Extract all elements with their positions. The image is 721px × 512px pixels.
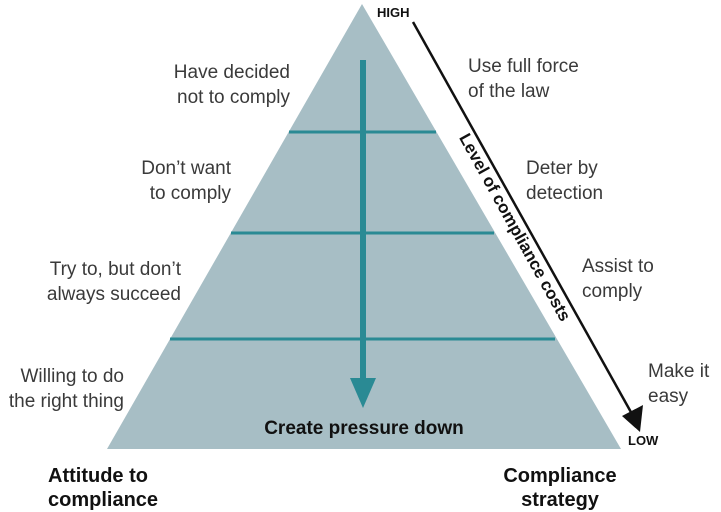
footer-right-title-line2: strategy bbox=[521, 489, 600, 511]
footer-left-title: Attitude to bbox=[48, 465, 148, 487]
strategy-1: Use full force bbox=[468, 56, 579, 77]
strategy-labels: Use full force of the law Deter by detec… bbox=[468, 56, 710, 407]
attitude-3-line2: always succeed bbox=[47, 284, 181, 305]
attitude-1: Have decided bbox=[174, 62, 290, 83]
attitude-4-line2: the right thing bbox=[9, 391, 124, 412]
attitude-3: Try to, but don’t bbox=[50, 259, 182, 280]
attitude-2-line2: to comply bbox=[150, 183, 232, 204]
footer-right-title: Compliance bbox=[503, 465, 616, 487]
attitude-1-line2: not to comply bbox=[177, 87, 290, 108]
attitude-labels: Have decided not to comply Don’t want to… bbox=[9, 62, 291, 412]
cost-axis-arrow bbox=[411, 21, 643, 432]
strategy-3-line2: comply bbox=[582, 281, 643, 302]
strategy-2: Deter by bbox=[526, 158, 598, 179]
strategy-1-line2: of the law bbox=[468, 81, 550, 102]
attitude-4: Willing to do bbox=[21, 366, 125, 387]
attitude-2: Don’t want bbox=[141, 158, 231, 179]
strategy-4: Make it bbox=[648, 361, 710, 382]
axis-low-label: LOW bbox=[628, 433, 659, 448]
strategy-3: Assist to bbox=[582, 256, 654, 277]
strategy-2-line2: detection bbox=[526, 183, 603, 204]
center-label: Create pressure down bbox=[264, 418, 464, 439]
strategy-4-line2: easy bbox=[648, 386, 689, 407]
footer-left-title-line2: compliance bbox=[48, 489, 158, 511]
pressure-down-arrow bbox=[350, 60, 376, 408]
axis-high-label: HIGH bbox=[377, 5, 410, 20]
